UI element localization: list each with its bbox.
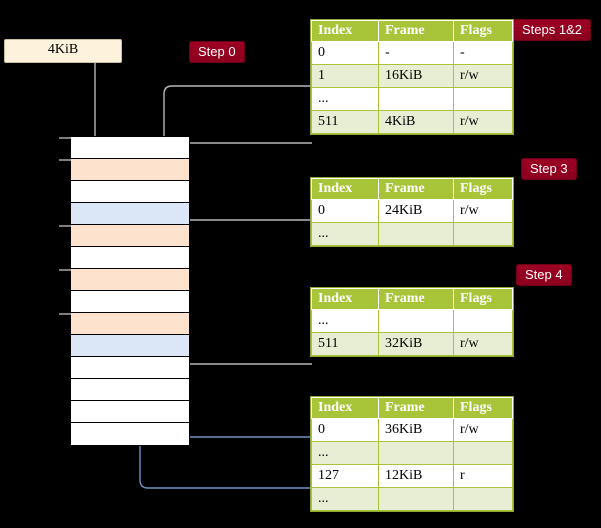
- cell-flags: r/w: [453, 418, 513, 442]
- memory-frame-row: [71, 379, 189, 401]
- page-table-level-0: Index Frame Flags 0 - - 1 16KiB r/w ...: [311, 20, 513, 134]
- column-header-flags: Flags: [453, 20, 513, 42]
- table-row: 511 4KiB r/w: [311, 110, 513, 134]
- memory-frame-row: [71, 335, 189, 357]
- cell-frame: 36KiB: [378, 418, 454, 442]
- cell-flags: -: [453, 41, 513, 65]
- cell-flags: r: [453, 464, 513, 488]
- column-header-flags: Flags: [453, 178, 513, 200]
- memory-frame-row: [71, 203, 189, 225]
- table-row: 0 36KiB r/w: [311, 418, 513, 442]
- memory-frame-row: [59, 159, 189, 181]
- cell-flags: [453, 309, 513, 333]
- cell-frame: [378, 441, 454, 465]
- step-label-step3: Step 3: [521, 158, 577, 180]
- cell-flags: [453, 222, 513, 246]
- cell-frame: 12KiB: [378, 464, 454, 488]
- page-table-level-3: Index Frame Flags 0 36KiB r/w ... 127 12…: [311, 397, 513, 511]
- cell-frame: [378, 309, 454, 333]
- table-row: 1 16KiB r/w: [311, 64, 513, 88]
- cell-frame: 24KiB: [378, 199, 454, 223]
- cell-flags: [453, 441, 513, 465]
- table-row: 0 24KiB r/w: [311, 199, 513, 223]
- table-row: 0 - -: [311, 41, 513, 65]
- column-header-frame: Frame: [378, 178, 454, 200]
- table-row: ...: [311, 441, 513, 465]
- column-header-index: Index: [311, 397, 379, 419]
- cell-frame: [378, 87, 454, 111]
- table-row: ...: [311, 222, 513, 246]
- cell-flags: [453, 487, 513, 511]
- column-header-index: Index: [311, 20, 379, 42]
- column-header-frame: Frame: [378, 397, 454, 419]
- column-header-flags: Flags: [453, 288, 513, 310]
- table-row: 511 32KiB r/w: [311, 332, 513, 356]
- table-header-row: Index Frame Flags: [311, 288, 513, 310]
- cell-frame: [378, 487, 454, 511]
- memory-frame-row: [71, 423, 189, 445]
- cell-index: 1: [311, 64, 379, 88]
- memory-frame-row: [71, 291, 189, 313]
- memory-frame-row: [59, 225, 189, 247]
- table-header-row: Index Frame Flags: [311, 397, 513, 419]
- column-header-index: Index: [311, 178, 379, 200]
- cell-index: ...: [311, 87, 379, 111]
- memory-frame-row: [59, 137, 189, 159]
- table-row: 127 12KiB r: [311, 464, 513, 488]
- cell-flags: r/w: [453, 64, 513, 88]
- page-table-level-2: Index Frame Flags ... 511 32KiB r/w: [311, 288, 513, 356]
- cell-frame: 32KiB: [378, 332, 454, 356]
- table-header-row: Index Frame Flags: [311, 20, 513, 42]
- cell-index: ...: [311, 309, 379, 333]
- table-row: ...: [311, 487, 513, 511]
- step-label-step0: Step 0: [189, 41, 245, 63]
- cell-flags: r/w: [453, 199, 513, 223]
- cell-index: ...: [311, 487, 379, 511]
- cell-frame: 4KiB: [378, 110, 454, 134]
- page-table-level-1: Index Frame Flags 0 24KiB r/w ...: [311, 178, 513, 246]
- memory-frame-row: [71, 181, 189, 203]
- cell-index: 0: [311, 41, 379, 65]
- cell-index: 127: [311, 464, 379, 488]
- memory-frame-row: [71, 401, 189, 423]
- cell-frame: 16KiB: [378, 64, 454, 88]
- source-frame-box: 4KiB: [4, 39, 122, 63]
- cell-index: 511: [311, 110, 379, 134]
- cell-index: ...: [311, 222, 379, 246]
- table-header-row: Index Frame Flags: [311, 178, 513, 200]
- step-label-step4: Step 4: [516, 264, 572, 286]
- memory-frame-row: [59, 313, 189, 335]
- memory-frame-row: [71, 357, 189, 379]
- column-header-frame: Frame: [378, 20, 454, 42]
- cell-frame: [378, 222, 454, 246]
- cell-index: 0: [311, 418, 379, 442]
- physical-memory-frame-stack: [59, 136, 190, 446]
- column-header-flags: Flags: [453, 397, 513, 419]
- step-label-steps12: Steps 1&2: [513, 19, 591, 41]
- cell-flags: [453, 87, 513, 111]
- memory-frame-row: [59, 269, 189, 291]
- column-header-index: Index: [311, 288, 379, 310]
- cell-frame: -: [378, 41, 454, 65]
- column-header-frame: Frame: [378, 288, 454, 310]
- table-row: ...: [311, 309, 513, 333]
- table-row: ...: [311, 87, 513, 111]
- memory-frame-row: [71, 247, 189, 269]
- cell-flags: r/w: [453, 110, 513, 134]
- cell-flags: r/w: [453, 332, 513, 356]
- cell-index: 511: [311, 332, 379, 356]
- cell-index: 0: [311, 199, 379, 223]
- cell-index: ...: [311, 441, 379, 465]
